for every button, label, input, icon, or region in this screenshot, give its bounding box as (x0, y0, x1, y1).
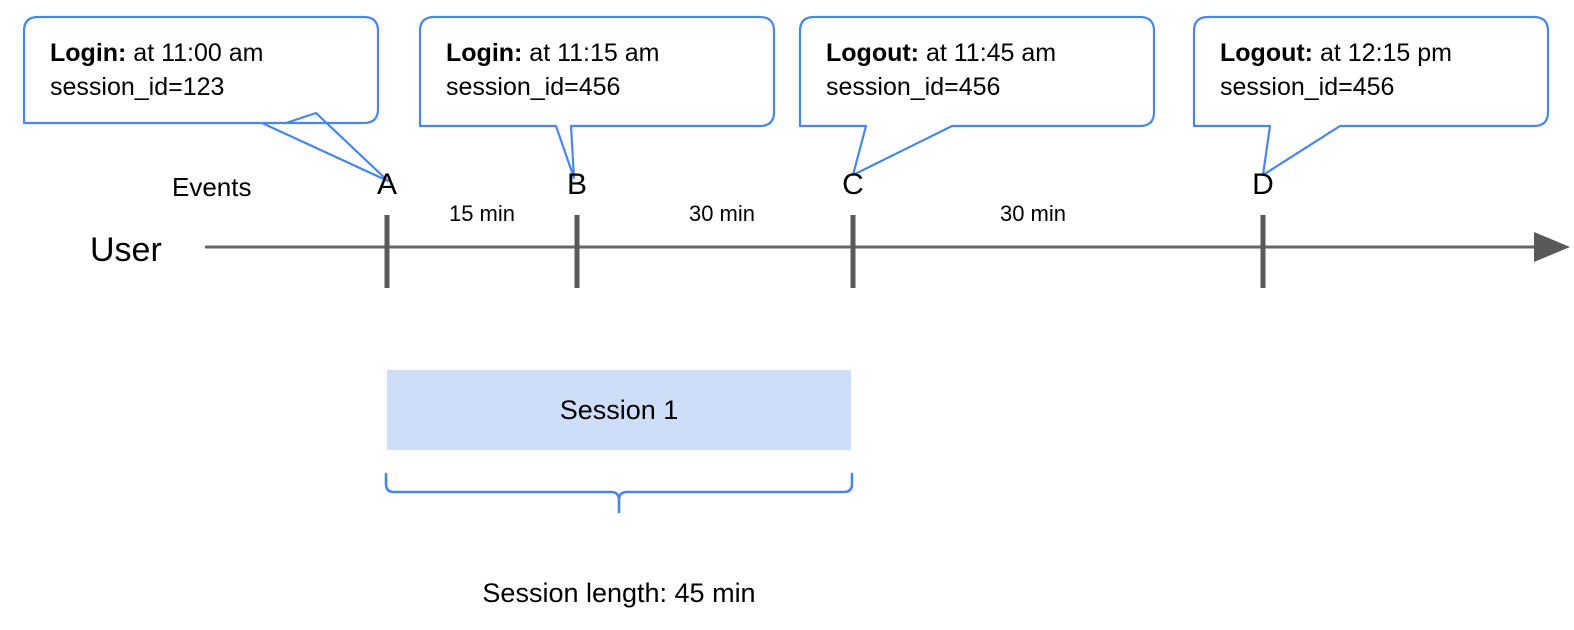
callout-b-time: at 11:15 am (522, 39, 660, 67)
session-bar-label: Session 1 (559, 394, 679, 425)
callout-d-text: Logout: at 12:15 pm session_id=456 (1220, 36, 1452, 104)
callout-b-shape (418, 15, 776, 180)
events-lane-label: Events (172, 172, 252, 202)
interval-label-b-c: 30 min (688, 201, 756, 226)
timeline-arrowhead (1534, 232, 1570, 262)
callout-d-shape (1192, 15, 1550, 177)
callout-c-time: at 11:45 am (919, 39, 1057, 67)
interval-label-a-b: 15 min (448, 201, 516, 226)
session-length-caption: Session length: 45 min (482, 578, 756, 608)
callout-a-session: session_id=123 (50, 73, 225, 101)
callout-a-text: Login: at 11:00 am session_id=123 (50, 36, 263, 104)
session-bar: Session 1 (387, 370, 851, 450)
callout-c-event-type: Logout: (826, 39, 920, 67)
callout-b-event-type: Login: (446, 39, 523, 67)
session-length-brace (384, 472, 854, 514)
user-lane-label: User (90, 231, 162, 269)
callout-b-session: session_id=456 (446, 73, 621, 101)
callout-c-shape (798, 15, 1156, 177)
callout-a-shape (22, 15, 390, 183)
callout-c-text: Logout: at 11:45 am session_id=456 (826, 36, 1056, 104)
callout-a-time: at 11:00 am (126, 39, 264, 67)
event-label-d: D (1252, 168, 1274, 201)
callout-d-session: session_id=456 (1220, 73, 1395, 101)
callout-c-session: session_id=456 (826, 73, 1001, 101)
interval-label-c-d: 30 min (999, 201, 1067, 226)
event-label-c: C (842, 168, 864, 201)
callout-d-event-type: Logout: (1220, 39, 1314, 67)
event-label-b: B (566, 168, 588, 201)
callout-a-event-type: Login: (50, 39, 127, 67)
callout-d-time: at 12:15 pm (1313, 39, 1452, 67)
callout-b-text: Login: at 11:15 am session_id=456 (446, 36, 659, 104)
event-label-a: A (376, 168, 398, 201)
